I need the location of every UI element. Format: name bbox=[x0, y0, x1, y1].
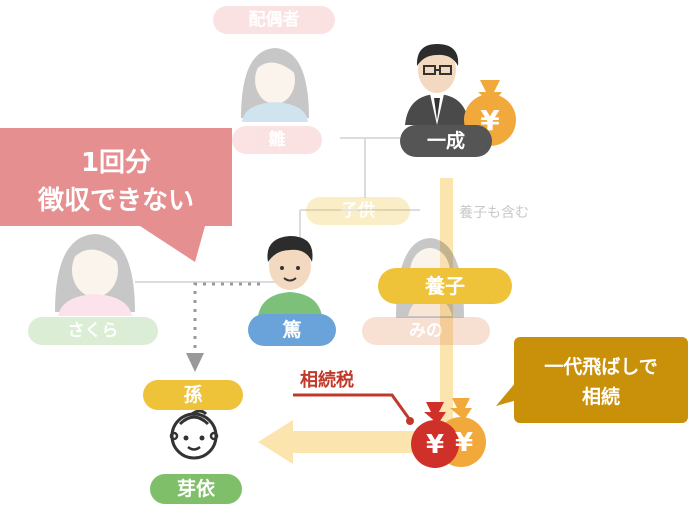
tax-pointer-line bbox=[293, 393, 412, 421]
label-adopted: 養子 bbox=[378, 268, 512, 304]
callout-uncollected-line2: 徴収できない bbox=[37, 186, 194, 216]
tax-pointer-dot bbox=[406, 417, 414, 425]
adopted-note: 養子も含む bbox=[459, 205, 529, 221]
callout-skip-line2: 相続 bbox=[581, 386, 620, 408]
callout-uncollected-line1: 1回分 bbox=[80, 148, 152, 178]
yen-symbol-red: ¥ bbox=[425, 430, 445, 460]
man-icon bbox=[405, 44, 469, 125]
yen-symbol-orange: ¥ bbox=[454, 428, 474, 458]
callout-skip-generation bbox=[496, 337, 688, 423]
callout-uncollected bbox=[0, 128, 232, 262]
baby-icon bbox=[169, 409, 219, 460]
label-son: 篤 bbox=[248, 314, 336, 346]
dotted-arrow bbox=[186, 282, 260, 372]
label-children: 子供 bbox=[306, 197, 410, 225]
tax-label: 相続税 bbox=[300, 370, 354, 391]
woman-icon bbox=[55, 234, 135, 316]
flow-arrow-to-grandchild bbox=[258, 420, 420, 464]
woman-icon bbox=[241, 48, 309, 122]
money-bag-icon bbox=[411, 402, 459, 468]
label-grandchild-name: 芽依 bbox=[150, 474, 242, 504]
label-mino: みの bbox=[362, 317, 490, 345]
label-wife: 雛 bbox=[232, 126, 322, 154]
callout-skip-line1: 一代飛ばしで bbox=[544, 356, 658, 378]
label-grandfather: 一成 bbox=[400, 125, 492, 157]
boy-icon bbox=[258, 236, 322, 316]
label-grandchild: 孫 bbox=[143, 380, 243, 410]
label-spouse: 配偶者 bbox=[213, 6, 335, 34]
label-daughter: さくら bbox=[28, 317, 158, 345]
